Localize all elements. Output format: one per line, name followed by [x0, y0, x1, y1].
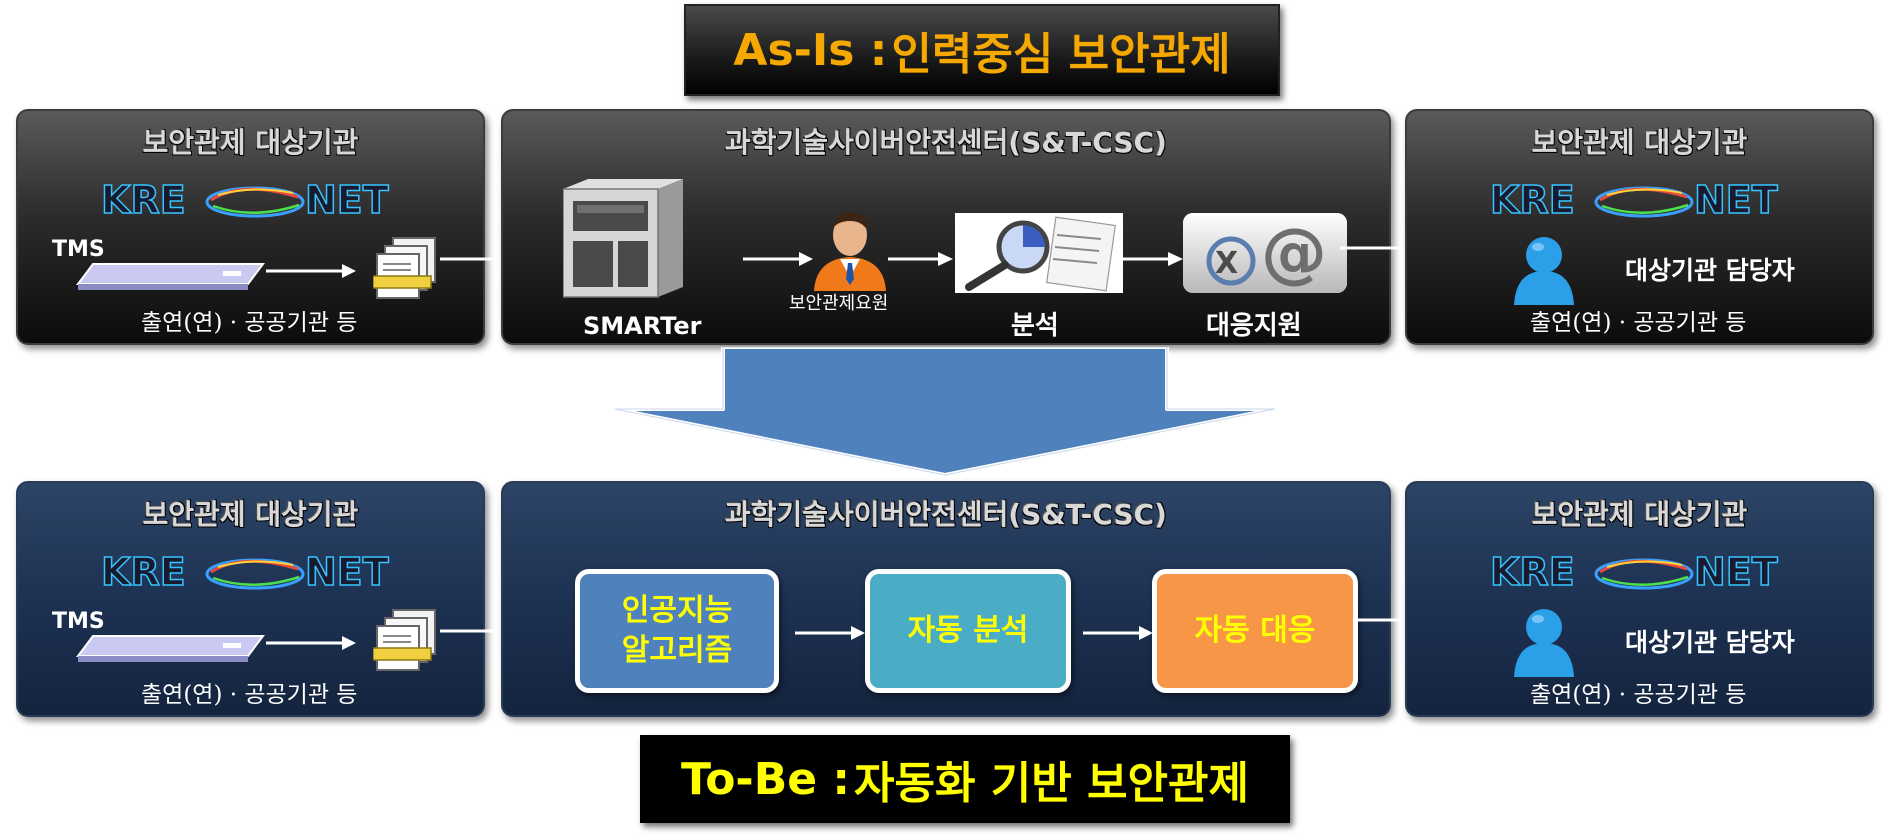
auto-analysis-box: 자동 분석: [865, 569, 1071, 693]
asis-left-footer: 출연(연) · 공공기관 등: [141, 310, 358, 336]
asis-title-prefix: As-Is :: [733, 24, 888, 76]
auto-analysis-label: 자동 분석: [907, 612, 1029, 648]
asis-server-label: SMARTer: [583, 312, 702, 340]
tobe-person-label: 대상기관 담당자: [1625, 628, 1795, 657]
magnifier-document-icon: [955, 213, 1123, 293]
svg-text:X: X: [1215, 246, 1238, 281]
arrow: [1083, 623, 1153, 643]
tobe-right-title: 보안관제 대상기관: [1531, 498, 1748, 531]
svg-text:NET: NET: [1694, 178, 1778, 222]
email-at-icon: @ X: [1183, 213, 1347, 293]
asis-staff-label: 보안관제요원: [789, 293, 889, 314]
asis-center-panel: 과학기술사이버안전센터(S&T-CSC) SMARTer 보안관제요원: [501, 109, 1391, 345]
ai-line-2: 알고리즘: [621, 633, 733, 668]
asis-center-title: 과학기술사이버안전센터(S&T-CSC): [725, 126, 1167, 159]
log-documents-icon: [373, 608, 443, 678]
svg-text:@: @: [1261, 214, 1327, 291]
svg-text:NET: NET: [305, 178, 389, 222]
svg-text:KRE: KRE: [101, 550, 186, 594]
arrow: [888, 249, 953, 269]
svg-text:NET: NET: [305, 550, 389, 594]
asis-right-panel: 보안관제 대상기관 KRE NET 대상기관 담당자 출연(연) · 공공기관 …: [1405, 109, 1874, 345]
auto-response-label: 자동 대응: [1194, 612, 1316, 648]
tobe-right-footer: 출연(연) · 공공기관 등: [1530, 682, 1747, 708]
kreonet-logo: KRE NET: [1482, 175, 1817, 225]
arrow: [743, 249, 813, 269]
kreonet-logo: KRE NET: [1482, 547, 1817, 597]
tobe-left-title: 보안관제 대상기관: [142, 498, 359, 531]
arrow: [795, 623, 865, 643]
tobe-tms-label: TMS: [52, 609, 105, 634]
asis-right-footer: 출연(연) · 공공기관 등: [1530, 310, 1747, 336]
svg-text:KRE: KRE: [101, 178, 186, 222]
tobe-title-text: 자동화 기반 보안관제: [853, 758, 1249, 809]
asis-left-panel: 보안관제 대상기관 KRE NET TMS 출연(연) · 공공기관: [16, 109, 485, 345]
asis-title-box: As-Is : 인력중심 보안관제: [684, 4, 1280, 96]
tobe-right-panel: 보안관제 대상기관 KRE NET 대상기관 담당자 출연(연) · 공공기관 …: [1405, 481, 1874, 717]
svg-text:KRE: KRE: [1490, 550, 1575, 594]
tobe-title-prefix: To-Be :: [681, 753, 850, 805]
network-appliance-icon: [73, 254, 273, 294]
asis-right-title: 보안관제 대상기관: [1531, 126, 1748, 159]
tobe-left-footer: 출연(연) · 공공기관 등: [141, 682, 358, 708]
ai-algorithm-box: 인공지능 알고리즘: [575, 569, 779, 693]
security-staff-icon: [808, 207, 892, 291]
tobe-title-box: To-Be : 자동화 기반 보안관제: [640, 735, 1290, 823]
person-icon: [1512, 233, 1576, 305]
arrow: [266, 633, 356, 653]
svg-text:KRE: KRE: [1490, 178, 1575, 222]
server-tower-icon: [563, 179, 693, 299]
kreonet-logo: KRE NET: [93, 175, 428, 225]
asis-analysis-label: 분석: [1011, 311, 1059, 341]
ai-line-1: 인공지능: [621, 592, 733, 628]
person-icon: [1512, 605, 1576, 677]
tobe-center-title: 과학기술사이버안전센터(S&T-CSC): [725, 498, 1167, 531]
asis-left-title: 보안관제 대상기관: [142, 126, 359, 159]
arrow: [266, 261, 356, 281]
asis-tms-label: TMS: [52, 237, 105, 262]
asis-title-text: 인력중심 보안관제: [891, 29, 1231, 80]
network-appliance-icon: [73, 626, 273, 666]
tobe-left-panel: 보안관제 대상기관 KRE NET TMS 출연(연) · 공공기관: [16, 481, 485, 717]
asis-person-label: 대상기관 담당자: [1625, 256, 1795, 285]
arrow: [1123, 249, 1183, 269]
svg-text:NET: NET: [1694, 550, 1778, 594]
asis-response-label: 대응지원: [1206, 311, 1302, 341]
kreonet-logo: KRE NET: [93, 547, 428, 597]
tobe-center-panel: 과학기술사이버안전센터(S&T-CSC) 인공지능 알고리즘 자동 분석 자동 …: [501, 481, 1391, 717]
auto-response-box: 자동 대응: [1152, 569, 1358, 693]
log-documents-icon: [373, 236, 443, 306]
transition-arrow: [605, 347, 1285, 479]
